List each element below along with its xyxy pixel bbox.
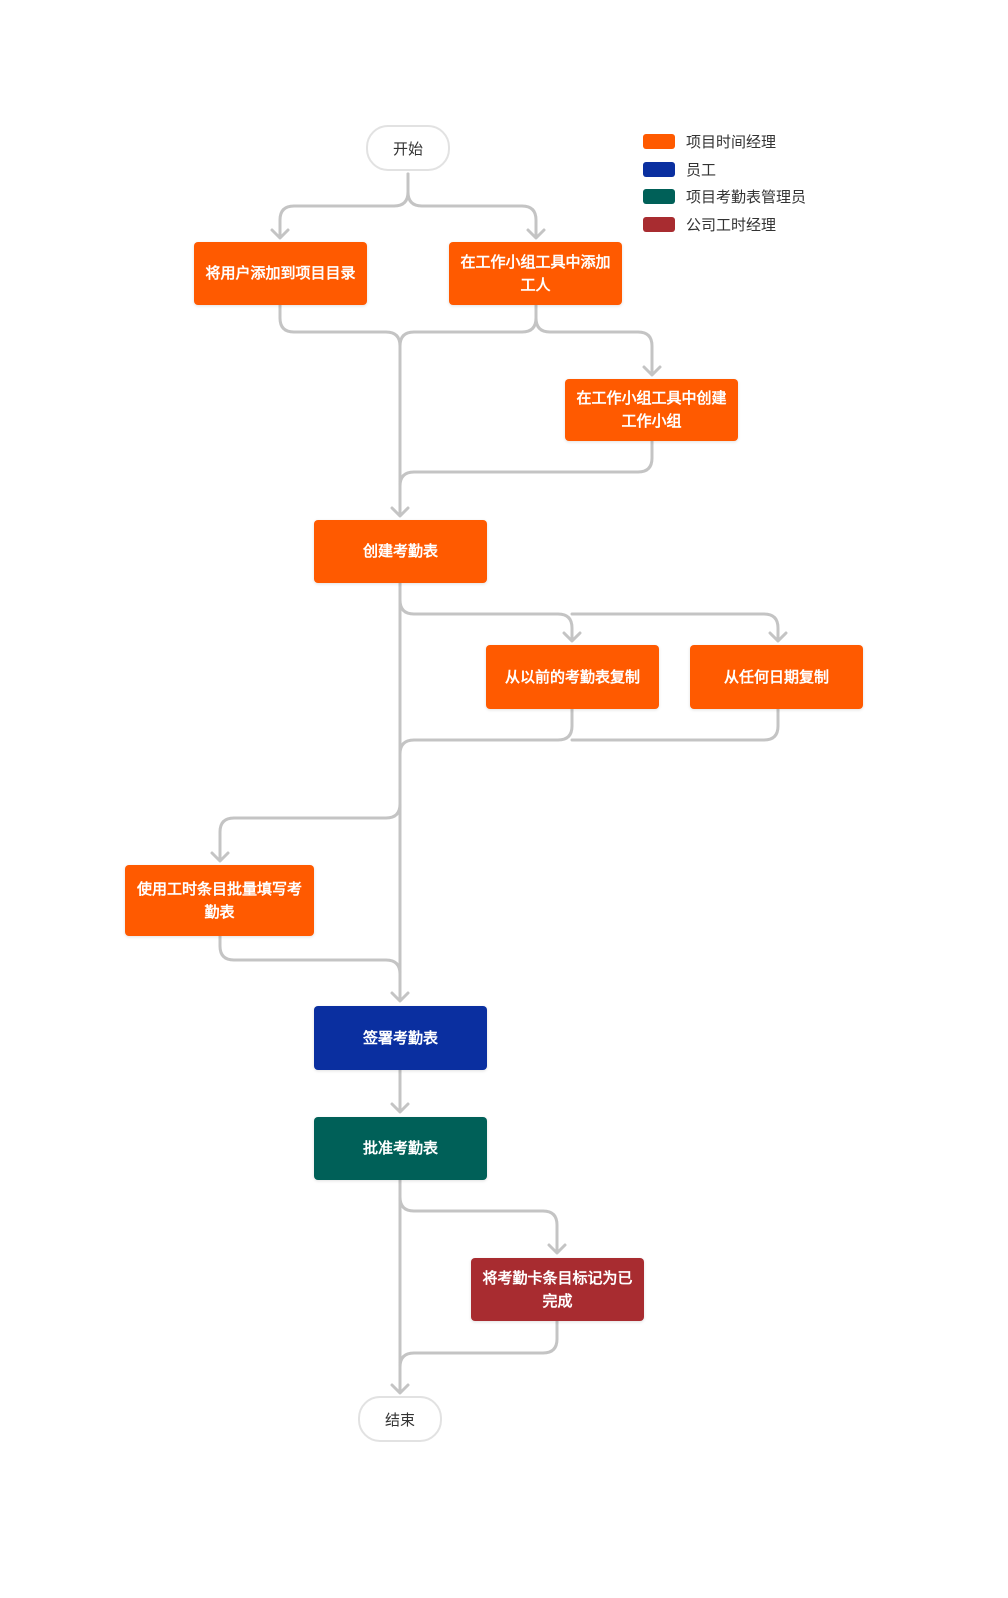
connector-approve-to-mark-complete [398, 1178, 559, 1254]
legend-item-company-time-manager: 公司工时经理 [643, 211, 806, 239]
arrowhead [390, 1383, 410, 1395]
arrowhead [562, 631, 582, 643]
legend-label: 员工 [686, 160, 717, 179]
legend-item-employee: 员工 [643, 156, 806, 184]
connector-add-users-to-trunk [278, 303, 402, 348]
arrowhead [210, 851, 230, 863]
arrowhead [526, 228, 546, 240]
copy-from-previous-node: 从以前的考勤表复制 [486, 645, 659, 709]
connector-add-workers-to-create-crews [534, 303, 654, 376]
arrowhead [390, 991, 410, 1003]
connector-bulk-fill-to-sign-timesheet [218, 934, 402, 976]
create-crews-node: 在工作小组工具中创建工作小组 [565, 379, 738, 441]
end-node: 结束 [358, 1396, 442, 1442]
arrowhead [642, 365, 662, 377]
arrowhead [390, 1102, 410, 1114]
legend-item-project-time-manager: 项目时间经理 [643, 128, 806, 156]
connector-create-crews-to-create-timesheet [398, 439, 654, 488]
mark-complete-node: 将考勤卡条目标记为已完成 [471, 1258, 644, 1321]
legend-label: 项目时间经理 [686, 133, 777, 152]
bulk-fill-timesheet-node: 使用工时条目批量填写考勤表 [125, 865, 314, 936]
connector-create-timesheet-to-copy-previous [398, 581, 574, 642]
approve-timesheet-node: 批准考勤表 [314, 1117, 487, 1180]
legend-swatch [643, 134, 675, 150]
legend-label: 项目考勤表管理员 [686, 188, 807, 207]
create-timesheet-node: 创建考勤表 [314, 520, 487, 583]
connector-add-workers-to-trunk [398, 303, 538, 348]
legend-swatch [643, 189, 675, 205]
connector-mark-complete-to-end [398, 1319, 559, 1369]
arrowhead [768, 631, 788, 643]
arrowhead [390, 506, 410, 518]
connector-copy-previous-to-trunk [398, 707, 574, 756]
start-node: 开始 [366, 125, 450, 171]
connector-start-to-add-users [278, 172, 410, 239]
legend-swatch [643, 216, 675, 232]
connector-create-timesheet-to-copy-any-date [570, 612, 780, 642]
legend-item-timesheet-admin: 项目考勤表管理员 [643, 183, 806, 211]
add-users-to-directory-node: 将用户添加到项目目录 [194, 242, 367, 305]
connector-copy-any-date-to-trunk [570, 707, 780, 742]
connector-trunk-to-bulk-fill [218, 788, 402, 862]
legend: 项目时间经理 员工 项目考勤表管理员 公司工时经理 [643, 128, 806, 238]
arrowhead [547, 1243, 567, 1255]
add-workers-node: 在工作小组工具中添加工人 [449, 242, 622, 305]
arrowhead [270, 228, 290, 240]
legend-label: 公司工时经理 [686, 215, 777, 234]
sign-timesheet-node: 签署考勤表 [314, 1006, 487, 1070]
legend-swatch [643, 161, 675, 177]
connector-start-to-add-workers [406, 172, 538, 239]
copy-from-any-date-node: 从任何日期复制 [690, 645, 863, 709]
